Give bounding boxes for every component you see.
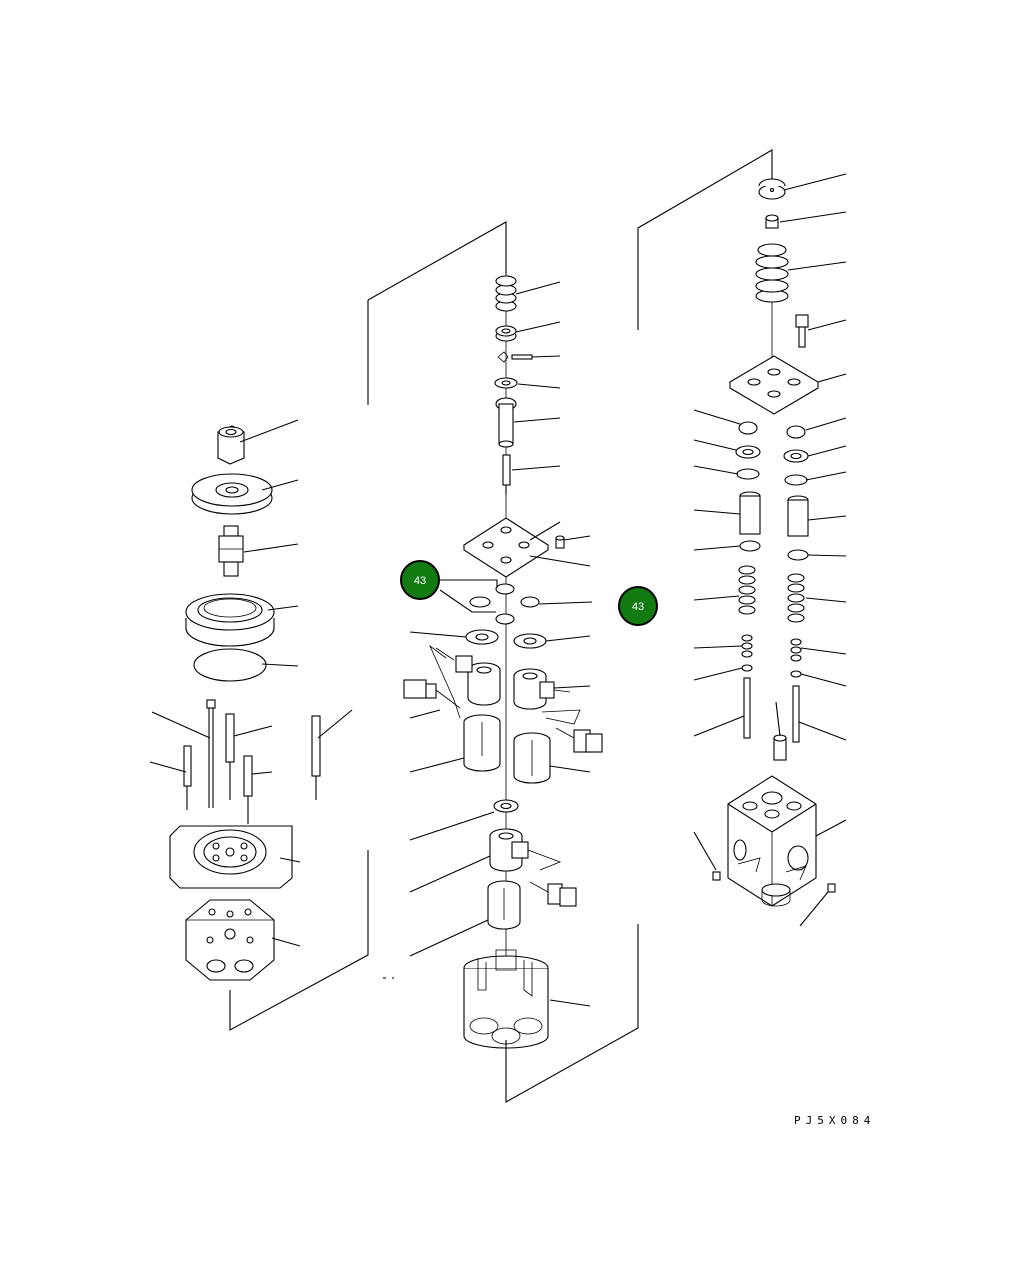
hex-nut-part[interactable] bbox=[217, 425, 245, 465]
pin-part[interactable] bbox=[497, 351, 533, 363]
washer-part[interactable] bbox=[494, 377, 518, 389]
right-leader-lines bbox=[693, 173, 847, 927]
housing-case-part[interactable] bbox=[463, 949, 549, 1049]
solenoid-right-part[interactable] bbox=[513, 668, 581, 725]
hex-bolt-part[interactable] bbox=[795, 314, 809, 348]
right-stack-right-assembly[interactable] bbox=[783, 425, 809, 743]
left-leader-lines bbox=[149, 419, 353, 947]
universal-joint-part[interactable] bbox=[218, 525, 244, 577]
right-assembly bbox=[637, 149, 847, 927]
retainer-part[interactable] bbox=[495, 325, 517, 342]
plunger-part[interactable] bbox=[502, 454, 511, 495]
left-assembly bbox=[149, 221, 507, 1031]
connector-left-part[interactable] bbox=[403, 679, 461, 709]
sleeve-left-part[interactable] bbox=[463, 714, 501, 772]
center-assembly bbox=[383, 275, 639, 1103]
solenoid-lower-part[interactable] bbox=[489, 828, 562, 872]
callout-badge bbox=[400, 560, 440, 600]
callout-label: 43 bbox=[414, 575, 426, 587]
piston-part[interactable] bbox=[495, 397, 517, 448]
callout-badge bbox=[618, 586, 658, 626]
callout-43-left[interactable]: 43 bbox=[400, 560, 440, 600]
figure-code: PJ5X084 bbox=[794, 1114, 875, 1127]
cap-part[interactable] bbox=[758, 178, 786, 200]
small-nut-part[interactable] bbox=[765, 214, 779, 229]
connector-lower-part[interactable] bbox=[529, 881, 577, 907]
plug-part[interactable] bbox=[773, 734, 787, 761]
center-plate-part[interactable] bbox=[462, 517, 550, 578]
connector-right-part[interactable] bbox=[555, 727, 603, 753]
large-spring-part[interactable] bbox=[755, 243, 789, 303]
valve-body-right-part[interactable] bbox=[727, 775, 817, 907]
callout-label: 43 bbox=[632, 601, 644, 613]
flange-plate-part[interactable] bbox=[169, 825, 293, 889]
small-bolt-part[interactable] bbox=[555, 535, 565, 549]
right-plate-part[interactable] bbox=[728, 355, 820, 415]
center-leader-lines bbox=[383, 281, 591, 1007]
solenoid-left-part[interactable] bbox=[429, 644, 501, 719]
spring-part[interactable] bbox=[495, 275, 517, 312]
callout-43-right[interactable]: 43 bbox=[618, 586, 658, 626]
left-stack-right-assembly[interactable] bbox=[735, 421, 761, 739]
sleeve-lower-part[interactable] bbox=[487, 880, 521, 930]
o-ring-set[interactable] bbox=[439, 579, 593, 625]
plate-disk-part[interactable] bbox=[191, 473, 273, 515]
small-screw-parts[interactable] bbox=[712, 871, 836, 893]
boot-part[interactable] bbox=[185, 593, 275, 647]
sleeve-right-part[interactable] bbox=[513, 732, 551, 784]
o-ring-part[interactable] bbox=[193, 648, 267, 682]
valve-body-left-part[interactable] bbox=[185, 899, 275, 981]
rods-group[interactable] bbox=[183, 699, 321, 824]
